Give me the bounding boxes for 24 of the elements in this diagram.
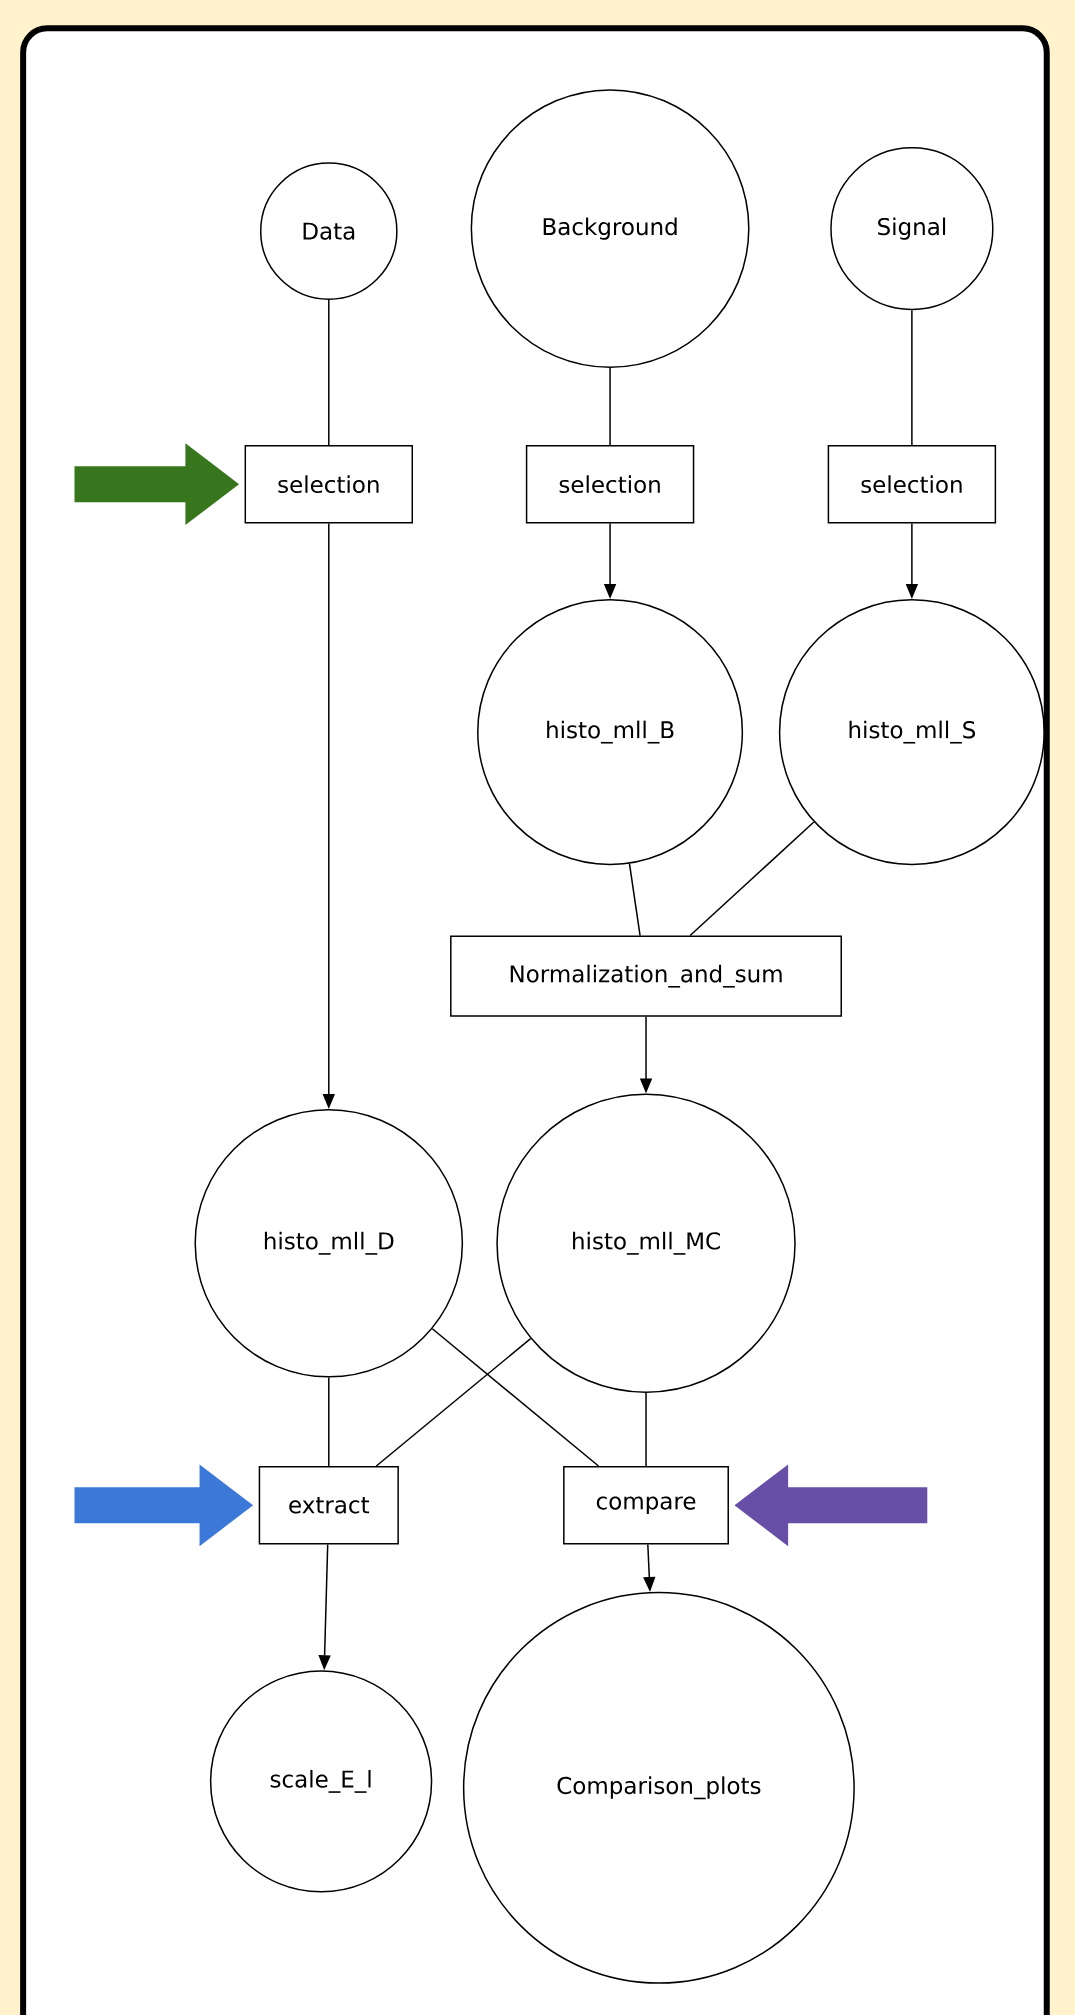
connector-line — [689, 821, 815, 937]
connector-line — [645, 1392, 647, 1467]
circle-node: histo_mll_D — [194, 1108, 464, 1378]
process-box: selection — [244, 444, 413, 524]
connector-line — [328, 299, 330, 446]
circle-node: Data — [259, 162, 398, 300]
circle-node: Comparison_plots — [462, 1591, 855, 1984]
circle-node: scale_E_l — [209, 1670, 433, 1893]
process-box: selection — [827, 444, 997, 524]
circle-node: Background — [470, 89, 750, 369]
process-box: selection — [525, 444, 695, 524]
connector-line — [328, 1376, 330, 1467]
circle-node: histo_mll_B — [477, 599, 744, 866]
process-box: compare — [563, 1466, 729, 1545]
connector-line — [628, 862, 641, 937]
connector-line — [911, 309, 913, 446]
process-box: Normalization_and_sum — [450, 935, 842, 1017]
process-box: extract — [258, 1466, 399, 1545]
connector-line — [431, 1328, 600, 1467]
circle-node: histo_mll_MC — [496, 1093, 796, 1393]
connector-line — [609, 367, 611, 446]
circle-node: Signal — [830, 146, 994, 311]
connector-line — [375, 1337, 532, 1467]
circle-node: histo_mll_S — [778, 599, 1045, 866]
